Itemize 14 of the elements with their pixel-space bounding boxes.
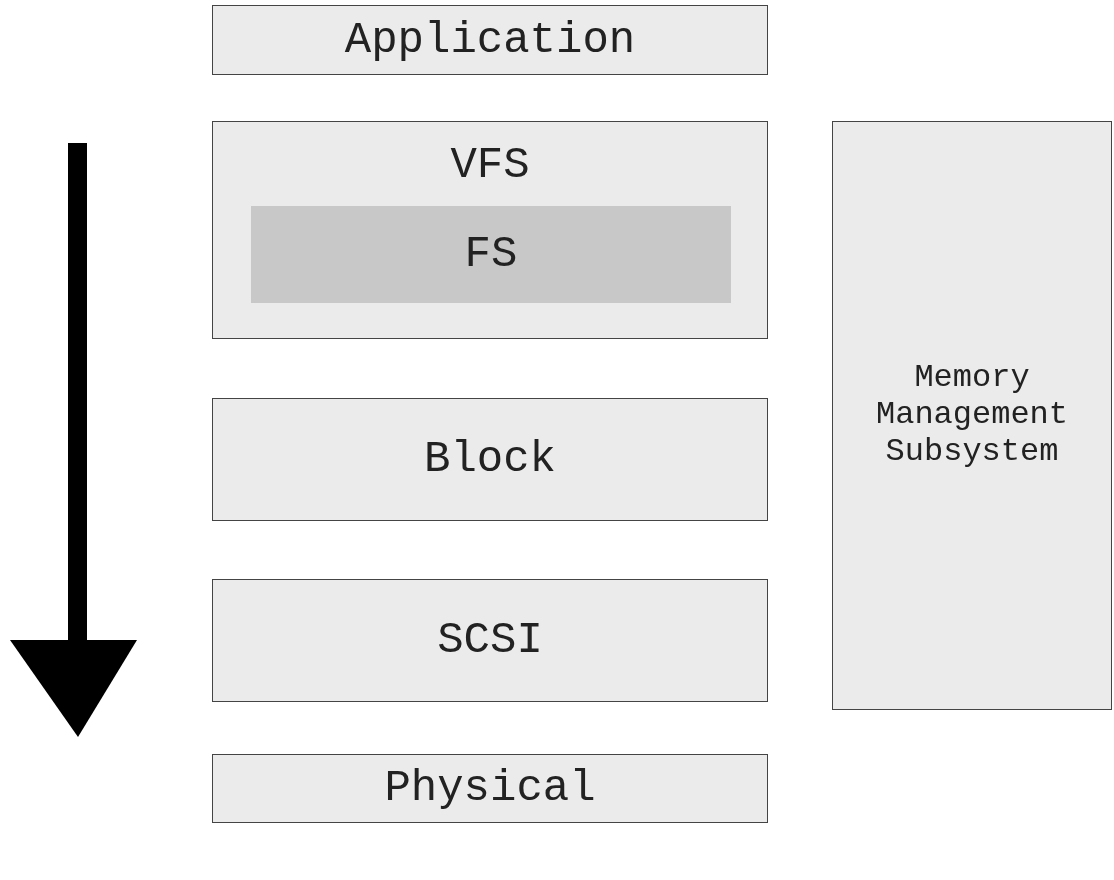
- layer-label: SCSI: [437, 615, 543, 666]
- layer-box: [212, 121, 768, 339]
- layer-label: Application: [344, 14, 636, 66]
- layer-box: [212, 579, 768, 702]
- layer-label: Memory Management Subsystem: [875, 360, 1069, 471]
- inner-layer-box: [251, 206, 731, 303]
- layer-label: Block: [424, 434, 556, 485]
- layer-box: [212, 398, 768, 521]
- layer-label: VFS: [450, 140, 530, 191]
- layer-box: [212, 5, 768, 75]
- layer-box: [212, 754, 768, 823]
- layer-label: Physical: [384, 763, 596, 814]
- layer-label: FS: [464, 229, 518, 280]
- side-panel-box: [832, 121, 1112, 710]
